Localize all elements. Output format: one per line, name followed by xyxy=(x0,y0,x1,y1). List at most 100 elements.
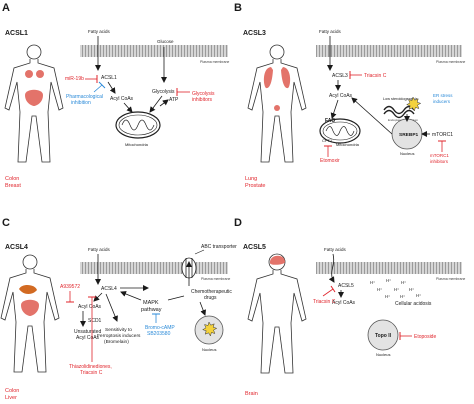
proton-8: H⁺ xyxy=(400,294,405,299)
glycolysis-inhibitors-line2: inhibitors xyxy=(192,97,213,103)
mapk-label-1: MAPK xyxy=(143,300,159,306)
acsl4-to-acyl-arrow xyxy=(93,292,103,302)
panel-a-tissue-colon: Colon xyxy=(5,176,19,182)
etomoxir-label: Etomoxir xyxy=(320,158,340,164)
panel-d-title: ACSL5 xyxy=(243,244,266,251)
unsat-label-2: Acyl CoAs xyxy=(76,335,100,341)
nucleus-label-d: Nucleus xyxy=(376,352,390,357)
prostate-icon xyxy=(274,105,280,111)
er-wave-icon xyxy=(383,105,415,115)
mitochondria-a-icon xyxy=(115,111,161,139)
fatty-acid-arrow-d xyxy=(328,253,335,283)
brain-icon xyxy=(269,255,285,265)
fatty-acids-label-a: Fatty acids xyxy=(88,29,111,34)
acyl-to-fao-arrow xyxy=(330,99,339,119)
panel-letter-a: A xyxy=(2,2,10,14)
panel-b-tissue-lung: Lung xyxy=(245,176,257,182)
mito-label-b: Mitochondria xyxy=(336,142,360,147)
proton-9: H⁺ xyxy=(416,293,421,298)
proton-2: H⁺ xyxy=(386,278,391,283)
panel-a: A ACSL1 Colon Breast Plasma membrane Fat… xyxy=(2,2,229,189)
panel-c-title: ACSL4 xyxy=(5,244,28,251)
proton-5: H⁺ xyxy=(394,287,399,292)
plasma-membrane-d xyxy=(316,262,462,274)
atp-label: ATP xyxy=(169,97,179,103)
thiazolidinediones-label: Thiazolidinediones, xyxy=(69,364,112,370)
body-figure-b xyxy=(247,44,307,163)
membrane-label-d: Plasma membrane xyxy=(436,277,465,281)
lung-left-icon xyxy=(263,67,273,89)
panel-c-tissue-colon: Colon xyxy=(5,388,19,394)
panel-c: C ACSL4 Colon Liver Plasma membrane Fatt… xyxy=(0,217,237,401)
er-stress-label-1: ER stress xyxy=(433,93,453,98)
plasma-membrane-a xyxy=(80,45,228,57)
cpt1-label: CPT1 xyxy=(322,138,333,143)
ferro-label-3: (Bromelain) xyxy=(104,339,129,345)
proton-cluster: H⁺ H⁺ H⁺ H⁺ H⁺ H⁺ H⁺ H⁺ H⁺ xyxy=(370,278,421,299)
panel-letter-c: C xyxy=(2,217,10,229)
proton-7: H⁺ xyxy=(385,294,390,299)
panel-b: B ACSL3 Lung Prostate Plasma membrane Fa… xyxy=(234,2,465,189)
acsl4-to-ferro-arrow xyxy=(105,293,118,322)
panel-d: D ACSL5 Brain Plasma membrane Fatty acid… xyxy=(234,217,465,397)
panel-a-title: ACSL1 xyxy=(5,30,28,37)
mapk-to-acsl4-arrow xyxy=(120,291,142,301)
panel-b-title: ACSL3 xyxy=(243,30,266,37)
panel-a-tissue-breast: Breast xyxy=(5,183,21,189)
topo-ii-label: Topo II xyxy=(375,333,392,339)
fao-label: FAO xyxy=(325,118,335,124)
triacsin-c-label-b: Triacsin C xyxy=(364,73,387,79)
proton-1: H⁺ xyxy=(370,280,375,285)
bromo-camp-label: Bromo-cAMP xyxy=(145,325,175,331)
glucose-label-a: Glucose xyxy=(157,39,174,44)
ferro-label-1: Sensitivity to xyxy=(105,327,132,333)
membrane-label-a: Plasma membrane xyxy=(200,60,229,64)
scd1-label: SCD1 xyxy=(88,318,102,324)
unsat-label-1: Unsaturated xyxy=(74,329,101,335)
triacsin-inhibit-bar-d xyxy=(330,285,336,293)
plasma-membrane-c xyxy=(80,262,228,274)
colon-c-icon xyxy=(21,299,39,316)
dna-damage-burst-icon xyxy=(202,321,218,337)
panel-letter-d: D xyxy=(234,217,242,229)
etoposide-label: Etoposide xyxy=(414,334,436,340)
mtorc1-label: mTORC1 xyxy=(432,132,453,138)
acyl-coas-label-d: Acyl CoAs xyxy=(332,300,356,306)
triacsin-c-label-d: Triacsin C xyxy=(313,299,336,305)
glycolysis-inhibitors-line1: Glycolysis xyxy=(192,91,215,97)
acsl5-label: ACSL5 xyxy=(338,283,354,289)
acsl1-label: ACSL1 xyxy=(101,75,117,81)
er-stress-burst-icon xyxy=(406,96,422,112)
breast-left-icon xyxy=(25,70,33,78)
acyl-to-mito-arrow-a xyxy=(123,102,133,113)
fatty-acids-label-c: Fatty acids xyxy=(88,247,111,252)
ferro-label-2: Ferroptosis inducers xyxy=(97,333,141,339)
acsl1-to-acyl-arrow xyxy=(107,81,116,94)
acsl3-label: ACSL3 xyxy=(332,73,348,79)
mtorc1-inhibitors-2: inhibitors xyxy=(430,159,449,164)
acyl-coas-label-b: Acyl CoAs xyxy=(329,93,353,99)
membrane-label-c: Plasma membrane xyxy=(201,277,230,281)
pharm-inhibit-bar xyxy=(98,81,106,89)
colon-icon xyxy=(25,89,43,106)
chemo-to-mapk-line xyxy=(167,295,185,301)
abc-leader-line xyxy=(194,249,205,255)
pharm-inhibition-line1: Pharmacological xyxy=(66,94,103,100)
panel-b-tissue-prostate: Prostate xyxy=(245,183,265,189)
glycolysis-to-mito-arrow xyxy=(149,95,163,113)
abc-transporter-label: ABC transporter xyxy=(201,244,237,250)
mitochondria-b-icon xyxy=(319,118,361,144)
body-figure-c xyxy=(0,254,60,373)
cellular-acidosis-label: Cellular acidosis xyxy=(395,301,432,307)
panel-c-tissue-liver: Liver xyxy=(5,395,17,401)
chemo-label-2: drugs xyxy=(204,295,217,301)
a939572-label: A939572 xyxy=(60,284,80,290)
triacsin-inhibit-line-d xyxy=(322,288,334,297)
proton-4: H⁺ xyxy=(377,287,382,292)
chemo-to-nucleus-arrow xyxy=(199,301,207,316)
chemo-label-1: Chemotherapeutic xyxy=(191,289,232,295)
panel-letter-b: B xyxy=(234,2,242,14)
low-steroidogenesis-label: Low steroidogenesis xyxy=(383,97,418,101)
body-figure-d xyxy=(247,253,307,374)
